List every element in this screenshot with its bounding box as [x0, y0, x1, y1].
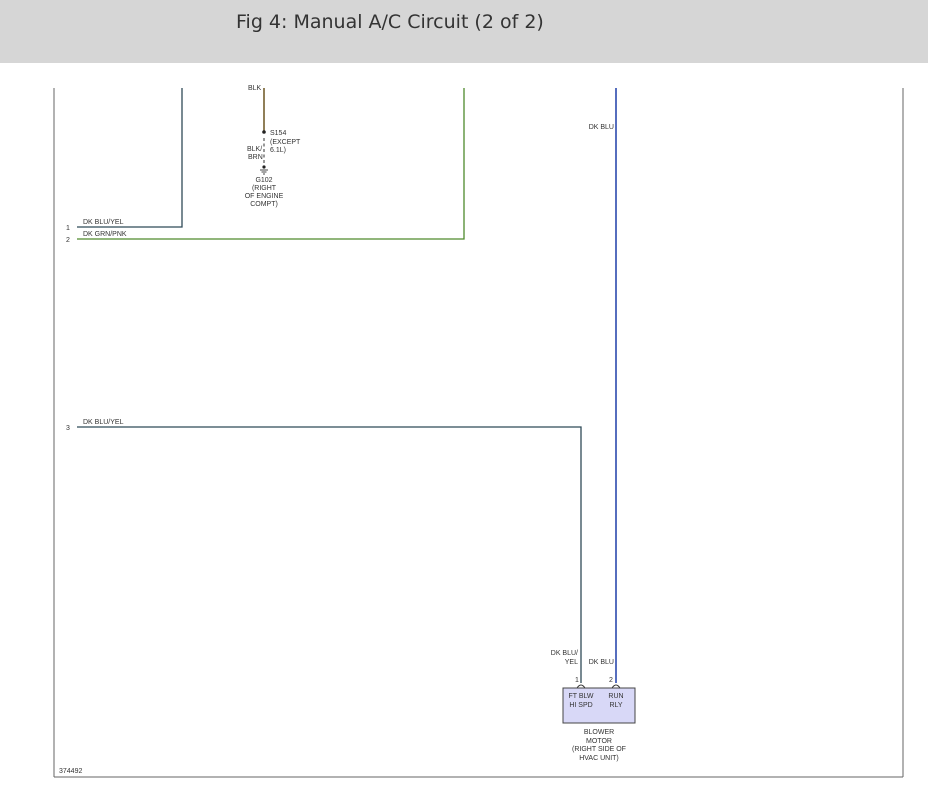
splice-dot — [262, 130, 266, 134]
wire-pin1 — [77, 88, 183, 228]
blower-name-4: HVAC UNIT) — [579, 755, 619, 762]
blower-cell2-line2: RLY — [609, 702, 622, 709]
figure-id: 374492 — [59, 768, 82, 775]
motor-wire1-line2: YEL — [565, 659, 578, 666]
connector-pin1 — [576, 684, 586, 689]
pin-1-wire: DK BLU/YEL — [83, 219, 124, 226]
blower-cell1-line2: HI SPD — [569, 702, 592, 709]
ground-loc-3: COMPT) — [250, 201, 278, 208]
wire-pin3 — [77, 426, 582, 683]
blower-motor-box — [562, 687, 636, 724]
splice-note-1: (EXCEPT — [270, 139, 301, 146]
connector-pin2 — [611, 684, 621, 689]
pin-1-number: 1 — [66, 225, 70, 232]
splice-wire-2: BRN — [248, 154, 263, 161]
splice-note-2: 6.1L) — [270, 147, 286, 154]
motor-pin2: 2 — [609, 677, 613, 684]
blower-cell1-line1: FT BLW — [568, 693, 593, 700]
splice-wire-1: BLK/ — [247, 146, 262, 153]
blower-name-1: BLOWER — [584, 729, 614, 736]
top-truncated-label: BLK — [248, 85, 262, 92]
blower-cell2-line1: RUN — [608, 693, 623, 700]
motor-wire2-label: DK BLU — [589, 659, 614, 666]
splice-id: S154 — [270, 130, 286, 137]
ground-id: G102 — [255, 177, 272, 184]
pin-2-wire: DK GRN/PNK — [83, 231, 127, 238]
figure-header: Fig 4: Manual A/C Circuit (2 of 2) — [0, 0, 928, 63]
ground-loc-2: OF ENGINE — [245, 193, 284, 200]
pin-3-number: 3 — [66, 425, 70, 432]
ground-dot — [262, 165, 266, 169]
pin-2-number: 2 — [66, 237, 70, 244]
ground-icon — [260, 169, 268, 175]
wire-pin2 — [77, 88, 465, 240]
blower-name-3: (RIGHT SIDE OF — [572, 746, 626, 753]
motor-wire1-line1: DK BLU/ — [551, 650, 578, 657]
figure-title: Fig 4: Manual A/C Circuit (2 of 2) — [236, 11, 544, 33]
blue-wire-label: DK BLU — [589, 124, 614, 131]
motor-pin1: 1 — [575, 677, 579, 684]
ground-loc-1: (RIGHT — [252, 185, 277, 192]
blower-name-2: MOTOR — [586, 738, 612, 745]
pin-3-wire: DK BLU/YEL — [83, 419, 124, 426]
